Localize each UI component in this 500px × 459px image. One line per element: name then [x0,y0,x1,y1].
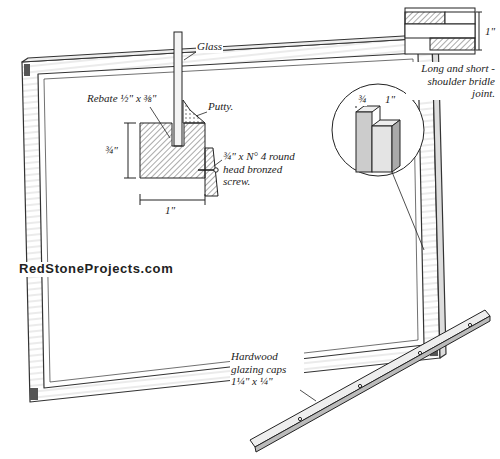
dimension: ¾" [104,144,119,157]
watermark: RedStoneProjects.com [18,262,174,277]
dimension: ¾ [357,93,367,106]
dimension: 1" [384,93,396,106]
dimension: 1" [484,25,496,38]
bridle-joint-detail [405,8,482,54]
glass-label: Glass [196,40,223,53]
rebate-label: Rebate ½" x ⅜" [86,92,157,105]
section-detail [124,32,222,205]
joint-caption: Long and short - shoulder bridle joint. [406,62,496,100]
dimension: 1" [164,204,176,217]
putty-label: Putty. [207,100,234,113]
part-label: Hardwood glazing caps 1¼" x ¼" [230,350,304,388]
screw-label: ¾" x N° 4 round head bronzed screw. [222,150,296,188]
frame [22,34,446,402]
profile-detail [332,84,424,250]
